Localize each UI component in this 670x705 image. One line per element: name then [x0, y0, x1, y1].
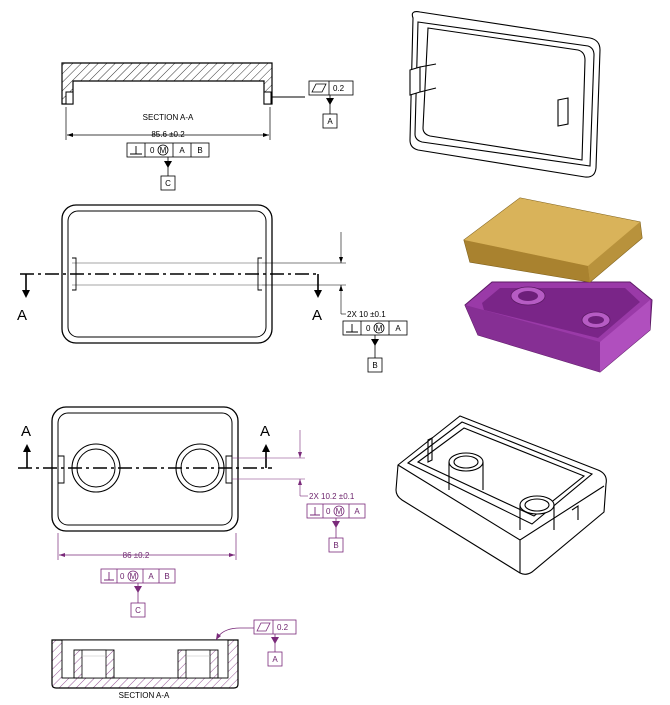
svg-text:A: A	[354, 507, 360, 516]
base-section-title: SECTION A-A	[119, 691, 170, 700]
base-isometric-view	[395, 415, 607, 575]
svg-text:C: C	[135, 606, 141, 615]
lid-slot-dimension: 2X 10 ±0.1	[347, 310, 386, 319]
base-slot-perpendicularity-frame: 0 M A	[306, 503, 366, 519]
base-datum-c-box	[130, 602, 146, 618]
svg-text:M: M	[336, 507, 343, 516]
base-section-view: SECTION A-A 0.2 A	[51, 619, 297, 700]
mmc-icon	[333, 505, 345, 517]
base-cut-label-left: A	[21, 423, 31, 440]
flatness-icon	[256, 622, 271, 632]
svg-text:B: B	[333, 541, 338, 550]
flatness-icon	[311, 83, 327, 93]
svg-text:A: A	[395, 324, 401, 333]
svg-text:0.2: 0.2	[333, 84, 345, 93]
svg-text:B: B	[197, 146, 202, 155]
svg-text:0: 0	[120, 572, 125, 581]
perpendicularity-icon	[130, 146, 142, 155]
mmc-icon	[157, 144, 169, 156]
base-perpendicularity-frame: 0 M A B	[100, 568, 176, 584]
mmc-icon	[373, 322, 385, 334]
lid-perpendicularity-frame: 0 M A B	[126, 142, 210, 158]
base-slot-dimension: 2X 10.2 ±0.1	[309, 492, 355, 501]
lid-flatness-frame: 0.2	[308, 80, 354, 96]
shaded-assembly	[463, 197, 653, 373]
lid-datum-a-box	[322, 113, 338, 129]
svg-text:M: M	[160, 146, 167, 155]
svg-text:C: C	[165, 179, 171, 188]
lid-datum-b-box	[367, 357, 383, 373]
svg-text:A: A	[148, 572, 154, 581]
perpendicularity-icon	[346, 324, 358, 333]
lid-section-title: SECTION A-A	[143, 113, 194, 122]
mmc-icon	[127, 570, 139, 582]
svg-text:M: M	[130, 572, 137, 581]
svg-text:B: B	[372, 361, 377, 370]
lid-cut-label-right: A	[312, 307, 322, 324]
svg-text:M: M	[376, 324, 383, 333]
lid-section-view: SECTION A-A 85.6 ±0.2 0 M A B C 0.	[61, 62, 354, 191]
svg-text:0: 0	[326, 507, 331, 516]
base-plan-view: A A 2X 10.2 ±0.1 0 M A B 86 ±0.2	[18, 406, 366, 618]
svg-text:A: A	[327, 117, 333, 126]
perpendicularity-icon	[104, 572, 114, 581]
lid-datum-c-box	[160, 175, 176, 191]
base-cut-label-right: A	[260, 423, 270, 440]
lid-slot-perpendicularity-frame: 0 M A	[342, 320, 408, 336]
svg-text:0: 0	[366, 324, 371, 333]
svg-text:B: B	[164, 572, 169, 581]
base-width-dimension: 86 ±0.2	[123, 551, 150, 560]
svg-text:0.2: 0.2	[277, 623, 289, 632]
base-datum-b-box	[328, 537, 344, 553]
lid-plan-view: A A 2X 10 ±0.1 0 M A B	[17, 204, 408, 373]
base-flatness-frame: 0.2	[253, 619, 297, 635]
lid-width-dimension: 85.6 ±0.2	[151, 130, 185, 139]
perpendicularity-icon	[310, 507, 320, 516]
svg-text:0: 0	[150, 146, 155, 155]
lid-isometric-view	[409, 11, 601, 178]
svg-text:A: A	[179, 146, 185, 155]
base-datum-a-box	[267, 651, 283, 667]
lid-cut-label-left: A	[17, 307, 27, 324]
svg-text:A: A	[272, 655, 278, 664]
